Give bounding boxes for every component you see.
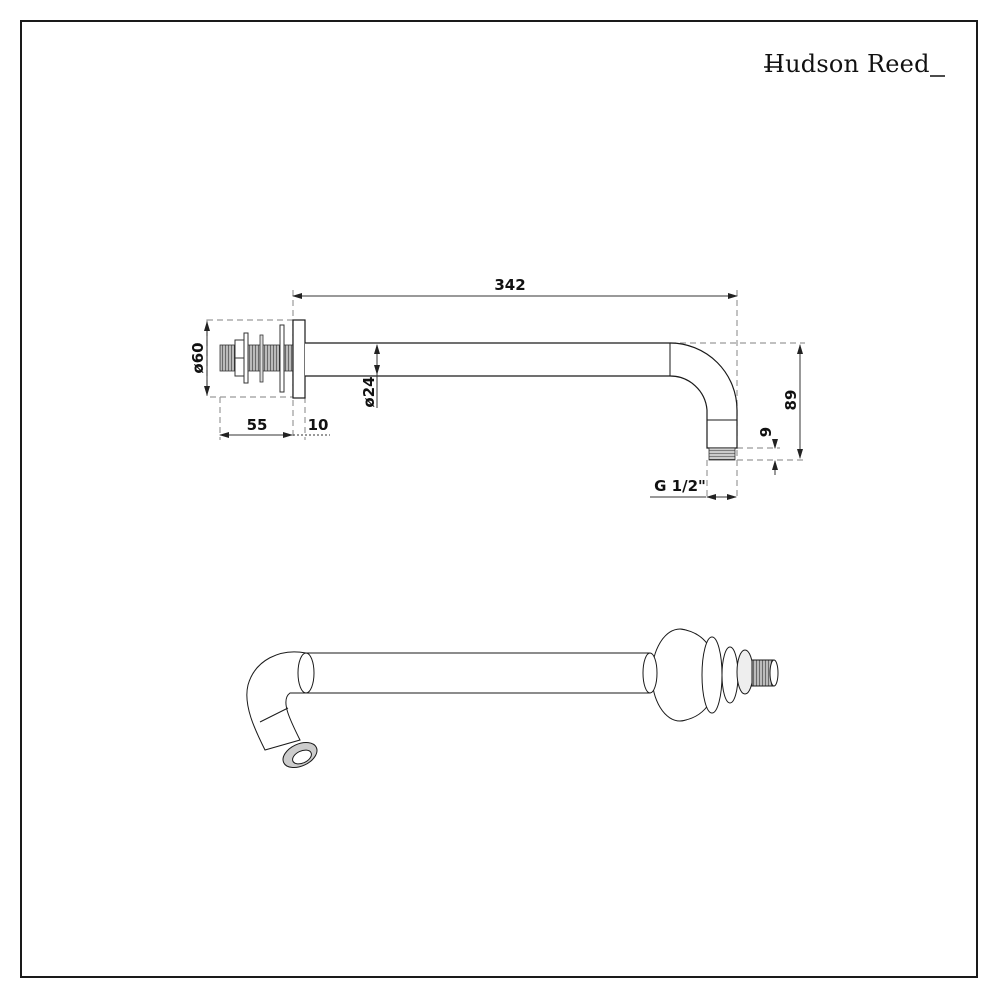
dim-rear-length: 55 [247, 416, 268, 434]
shower-arm [305, 342, 738, 449]
side-elevation: 342 ø60 ø24 55 10 89 9 G 1/2" [189, 276, 805, 500]
dim-thread-size: G 1/2" [654, 477, 706, 495]
dim-length: 342 [494, 276, 525, 294]
brand-lines [764, 66, 945, 77]
dim-thread-length: 9 [757, 427, 775, 437]
brand-logo: Hudson Reed [764, 50, 930, 78]
outlet-thread-icon [708, 447, 736, 461]
isometric-view [246, 628, 779, 769]
dim-flange-thickness: 10 [308, 416, 329, 434]
dim-flange-diameter: ø60 [189, 342, 207, 373]
brand-name: Hudson Reed [764, 50, 930, 78]
wall-flange [292, 319, 306, 399]
dim-drop-height: 89 [782, 390, 800, 411]
drawing-frame [20, 20, 978, 978]
dim-arm-diameter: ø24 [360, 376, 378, 407]
